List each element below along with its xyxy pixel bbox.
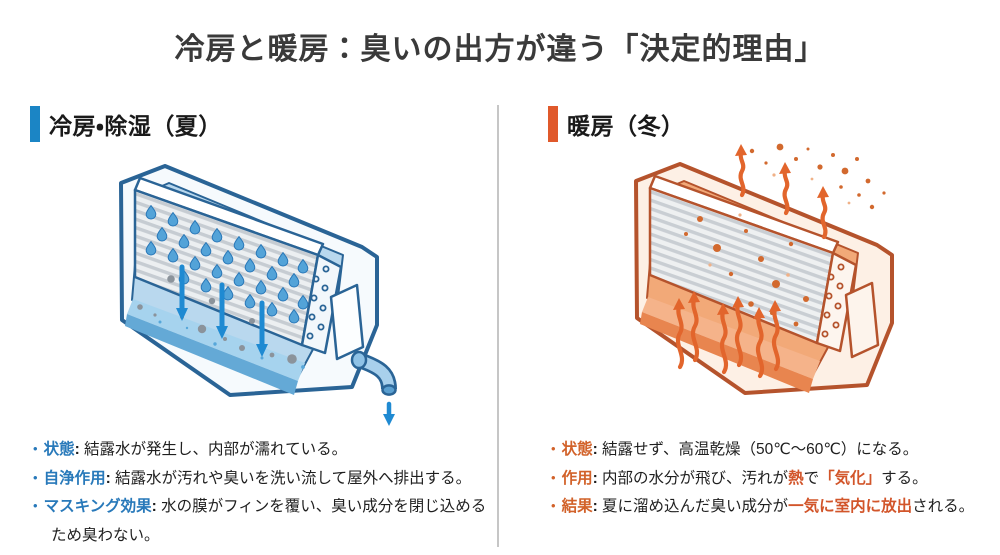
panel-divider bbox=[497, 105, 499, 547]
page-title: 冷房と暖房：臭いの出方が違う「決定的理由」 bbox=[174, 33, 826, 66]
heat-arrows-above bbox=[738, 150, 828, 240]
note-colon: : bbox=[592, 469, 603, 487]
heating-accent-bar-icon bbox=[548, 106, 558, 142]
note-colon: : bbox=[592, 441, 603, 458]
bullet-icon: • bbox=[33, 469, 38, 485]
note-emphasis-text: 「気化」 bbox=[819, 469, 882, 487]
note-text: 結露せず、高温乾燥（50℃〜60℃）になる。 bbox=[602, 441, 919, 458]
note-text: 結露水が発生し、内部が濡れている。 bbox=[84, 441, 348, 458]
bullet-icon: • bbox=[33, 441, 38, 456]
note-label: 結果 bbox=[561, 498, 593, 515]
note-colon: : bbox=[105, 469, 116, 487]
heating-heading: 暖房（冬） bbox=[567, 113, 685, 139]
note-text: 夏に溜め込んだ臭い成分が bbox=[602, 498, 789, 515]
bullet-icon: • bbox=[551, 441, 556, 456]
odor-particles-on-coil bbox=[684, 213, 809, 327]
note-text: する。 bbox=[881, 469, 928, 487]
heat-arrowheads-inside bbox=[673, 291, 781, 319]
coil-cross-section bbox=[306, 265, 330, 340]
drain-pipe bbox=[350, 350, 397, 396]
note-colon: : bbox=[592, 498, 603, 515]
note-label: 状態 bbox=[561, 441, 593, 458]
heating-unit-svg bbox=[634, 143, 894, 395]
note-item: • 結果: 夏に溜め込んだ臭い成分が一気に室内に放出される。 bbox=[551, 493, 999, 522]
note-label: 自浄作用 bbox=[43, 469, 106, 487]
drip-down-arrows bbox=[176, 264, 268, 357]
water-specks bbox=[158, 320, 305, 369]
coil-cross-section bbox=[821, 263, 845, 338]
cooling-unit-svg bbox=[119, 164, 397, 426]
cooling-panel: 冷房・除湿（夏） bbox=[30, 105, 492, 544]
bullet-icon: • bbox=[551, 469, 556, 485]
note-emphasis-text: 一気に室内に放出 bbox=[788, 498, 913, 515]
cooling-heading: 冷房・除湿（夏） bbox=[49, 113, 222, 139]
heat-arrows-inside bbox=[675, 297, 781, 379]
bullet-icon: • bbox=[551, 498, 556, 513]
drain-pan-water bbox=[125, 299, 305, 395]
note-colon: : bbox=[74, 441, 85, 458]
note-item: • 自浄作用: 結露水が汚れや臭いを洗い流して屋外へ排出する。 bbox=[33, 465, 495, 494]
note-colon: : bbox=[151, 498, 162, 515]
bullet-icon: • bbox=[33, 498, 38, 513]
note-item: • 状態: 結露せず、高温乾燥（50℃〜60℃）になる。 bbox=[551, 436, 999, 465]
cooling-panel-header: 冷房・除湿（夏） bbox=[30, 105, 492, 143]
dry-pan bbox=[640, 297, 820, 393]
heating-panel-header: 暖房（冬） bbox=[548, 105, 996, 143]
note-text: 結露水が汚れや臭いを洗い流して屋外へ排出する。 bbox=[115, 469, 472, 487]
note-text: 水の膜がフィンを覆い、臭い成分を閉じ込めるため臭わない。 bbox=[51, 498, 487, 544]
odor-particles-above bbox=[749, 143, 886, 210]
cooling-accent-bar-icon bbox=[30, 106, 40, 142]
note-item: • 状態: 結露水が発生し、内部が濡れている。 bbox=[33, 436, 495, 465]
note-text: 内部の水分が飛び、汚れが bbox=[602, 469, 789, 487]
note-item: • マスキング効果: 水の膜がフィンを覆い、臭い成分を閉じ込めるため臭わない。 bbox=[33, 493, 495, 550]
cooling-notes: • 状態: 結露水が発生し、内部が濡れている。 • 自浄作用: 結露水が汚れや臭いを洗… bbox=[33, 436, 495, 550]
heat-arrowheads-above bbox=[735, 144, 829, 198]
note-emphasis-text: 熱 bbox=[788, 469, 804, 487]
cooling-unit-illustration bbox=[85, 157, 425, 452]
heating-panel: 暖房（冬） bbox=[548, 105, 996, 515]
fin-coil bbox=[648, 174, 880, 359]
note-label: 作用 bbox=[561, 469, 593, 487]
heating-notes: • 状態: 結露せず、高温乾燥（50℃〜60℃）になる。 • 作用: 内部の水分が飛び… bbox=[551, 436, 999, 522]
note-label: マスキング効果 bbox=[43, 498, 152, 515]
note-text: される。 bbox=[912, 498, 975, 515]
note-item: • 作用: 内部の水分が飛び、汚れが熱で「気化」する。 bbox=[551, 465, 999, 494]
drain-outflow-arrow-icon bbox=[383, 401, 395, 426]
note-label: 状態 bbox=[43, 441, 75, 458]
heating-unit-illustration bbox=[600, 137, 940, 442]
note-text: で bbox=[803, 469, 820, 487]
